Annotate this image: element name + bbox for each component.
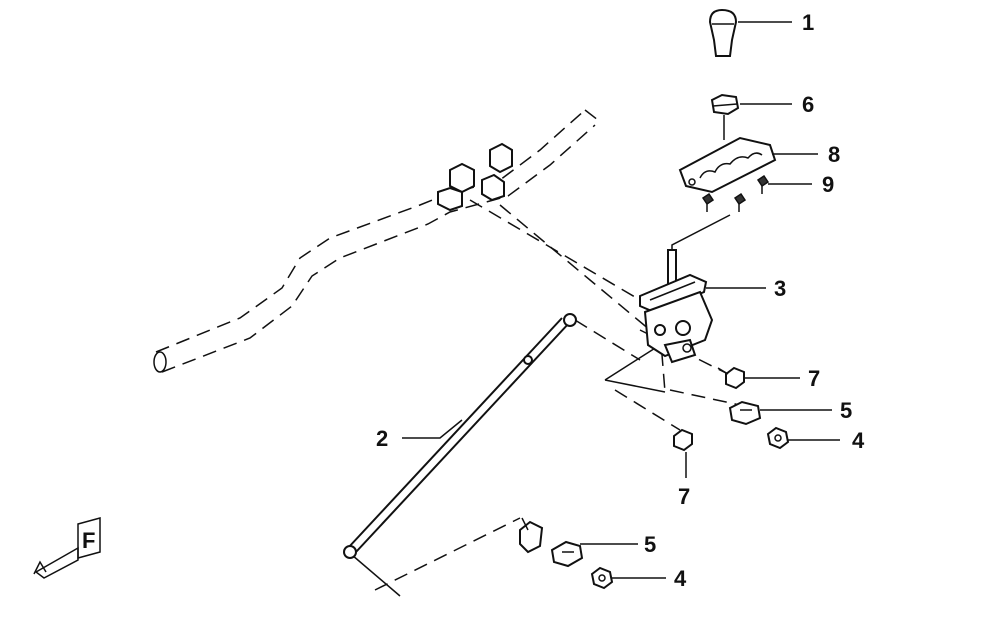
front-direction-arrow-icon: F: [33, 517, 101, 579]
handlebar-clamp: [437, 142, 513, 212]
callout-1: 1: [802, 10, 814, 35]
rod-joint: [519, 517, 544, 554]
clip-upper: [728, 400, 762, 426]
bolt-upper: [717, 366, 745, 390]
callout-4-upper: 4: [852, 428, 865, 453]
callout-5-upper: 5: [840, 398, 852, 423]
callout-7-lower: 7: [678, 484, 690, 509]
nut-upper: [766, 426, 790, 450]
handlebar: [153, 109, 599, 373]
lock-nut: [710, 93, 740, 116]
shift-lever-assembly: [639, 249, 714, 364]
leader-lines: [402, 21, 840, 579]
callout-2: 2: [376, 426, 388, 451]
handlebar-end: [153, 351, 167, 373]
shift-knob: [708, 8, 738, 57]
front-mark: F: [82, 528, 95, 553]
nut-lower: [590, 566, 614, 590]
screws: [701, 174, 770, 212]
bolt-lower: [673, 428, 693, 478]
callout-4-lower: 4: [674, 566, 687, 591]
callout-5-lower: 5: [644, 532, 656, 557]
callout-7-upper: 7: [808, 366, 820, 391]
shift-rod: [343, 313, 577, 559]
callout-9: 9: [822, 172, 834, 197]
callout-6: 6: [802, 92, 814, 117]
alignment-lines: [351, 199, 741, 597]
callout-8: 8: [828, 142, 840, 167]
clip-lower: [550, 540, 584, 568]
shift-plate: [678, 136, 777, 194]
callout-3: 3: [774, 276, 786, 301]
